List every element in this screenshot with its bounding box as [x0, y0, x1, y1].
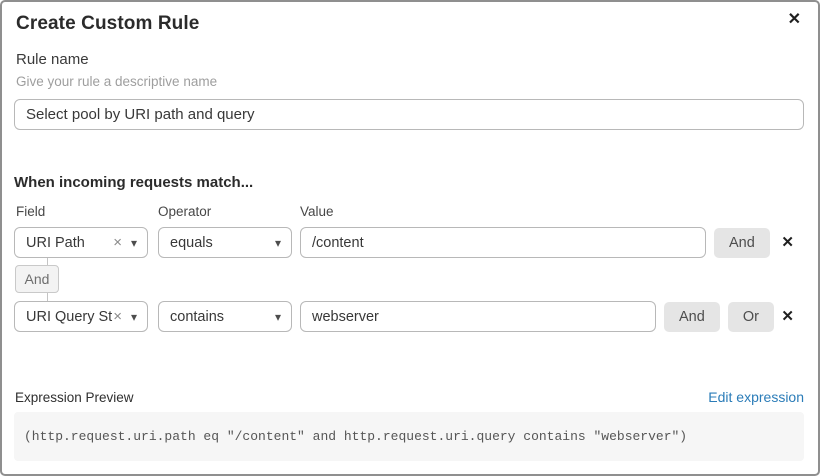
expression-preview-label: Expression Preview: [15, 390, 134, 405]
value-input[interactable]: [300, 227, 706, 258]
value-input[interactable]: [300, 301, 656, 332]
condition-row: URI Query St... × ▾ contains ▾ And Or ✕: [14, 301, 804, 332]
match-heading: When incoming requests match...: [14, 174, 254, 191]
condition-column-labels: Field Operator Value: [14, 204, 804, 219]
operator-select[interactable]: equals ▾: [158, 227, 292, 258]
chevron-down-icon: ▾: [274, 235, 281, 250]
expression-code: (http.request.uri.path eq "/content" and…: [24, 429, 688, 444]
remove-condition-icon[interactable]: ✕: [781, 308, 794, 325]
operator-column-label: Operator: [158, 204, 212, 219]
close-icon[interactable]: ✕: [784, 8, 805, 32]
add-and-condition-button[interactable]: And: [664, 301, 720, 332]
add-and-condition-button[interactable]: And: [714, 227, 770, 258]
condition-connector: And: [14, 258, 804, 301]
chevron-down-icon: ▾: [274, 309, 281, 324]
value-column-label: Value: [300, 204, 334, 219]
operator-select-value: equals: [170, 234, 213, 251]
rule-name-section: Rule name Give your rule a descriptive n…: [14, 51, 804, 130]
field-select-value: URI Query St...: [26, 308, 113, 325]
dialog-title: Create Custom Rule: [16, 13, 200, 34]
and-connector-badge: And: [15, 265, 59, 293]
rule-name-input[interactable]: [14, 99, 804, 130]
field-select[interactable]: URI Path × ▾: [14, 227, 148, 258]
condition-row: URI Path × ▾ equals ▾ And ✕: [14, 227, 804, 258]
chevron-down-icon: ▾: [130, 235, 137, 250]
operator-select-value: contains: [170, 308, 225, 325]
field-select-value: URI Path: [26, 234, 85, 251]
field-column-label: Field: [16, 204, 46, 219]
expression-preview-header: Expression Preview Edit expression: [15, 389, 804, 405]
rule-name-label: Rule name: [16, 51, 89, 68]
expression-code-block: (http.request.uri.path eq "/content" and…: [14, 412, 804, 461]
rule-name-helper: Give your rule a descriptive name: [16, 74, 218, 89]
remove-condition-icon[interactable]: ✕: [781, 234, 794, 251]
operator-select[interactable]: contains ▾: [158, 301, 292, 332]
clear-icon[interactable]: ×: [113, 234, 122, 251]
edit-expression-link[interactable]: Edit expression: [708, 389, 804, 405]
clear-icon[interactable]: ×: [113, 308, 122, 325]
field-select[interactable]: URI Query St... × ▾: [14, 301, 148, 332]
add-or-condition-button[interactable]: Or: [727, 301, 774, 332]
chevron-down-icon: ▾: [130, 309, 137, 324]
